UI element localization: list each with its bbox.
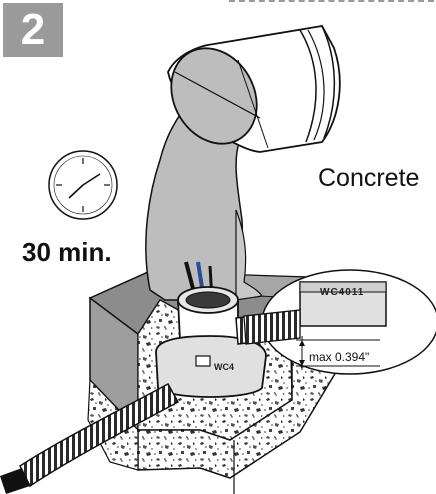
detail-callout (243, 269, 436, 375)
max-dimension-label: max 0.394" (309, 350, 370, 364)
box-code-label: WC4011 (320, 287, 365, 298)
top-dashed-rule (229, 0, 434, 2)
conduit-lower-left (0, 382, 180, 494)
material-label: Concrete (318, 164, 420, 192)
electrical-box: WC4 (155, 261, 267, 398)
svg-text:WC4: WC4 (214, 362, 234, 372)
clock-icon (48, 150, 118, 220)
pouring-bucket (167, 25, 341, 153)
step-number-badge: 2 (3, 3, 63, 57)
cure-time-label: 30 min. (22, 237, 112, 267)
